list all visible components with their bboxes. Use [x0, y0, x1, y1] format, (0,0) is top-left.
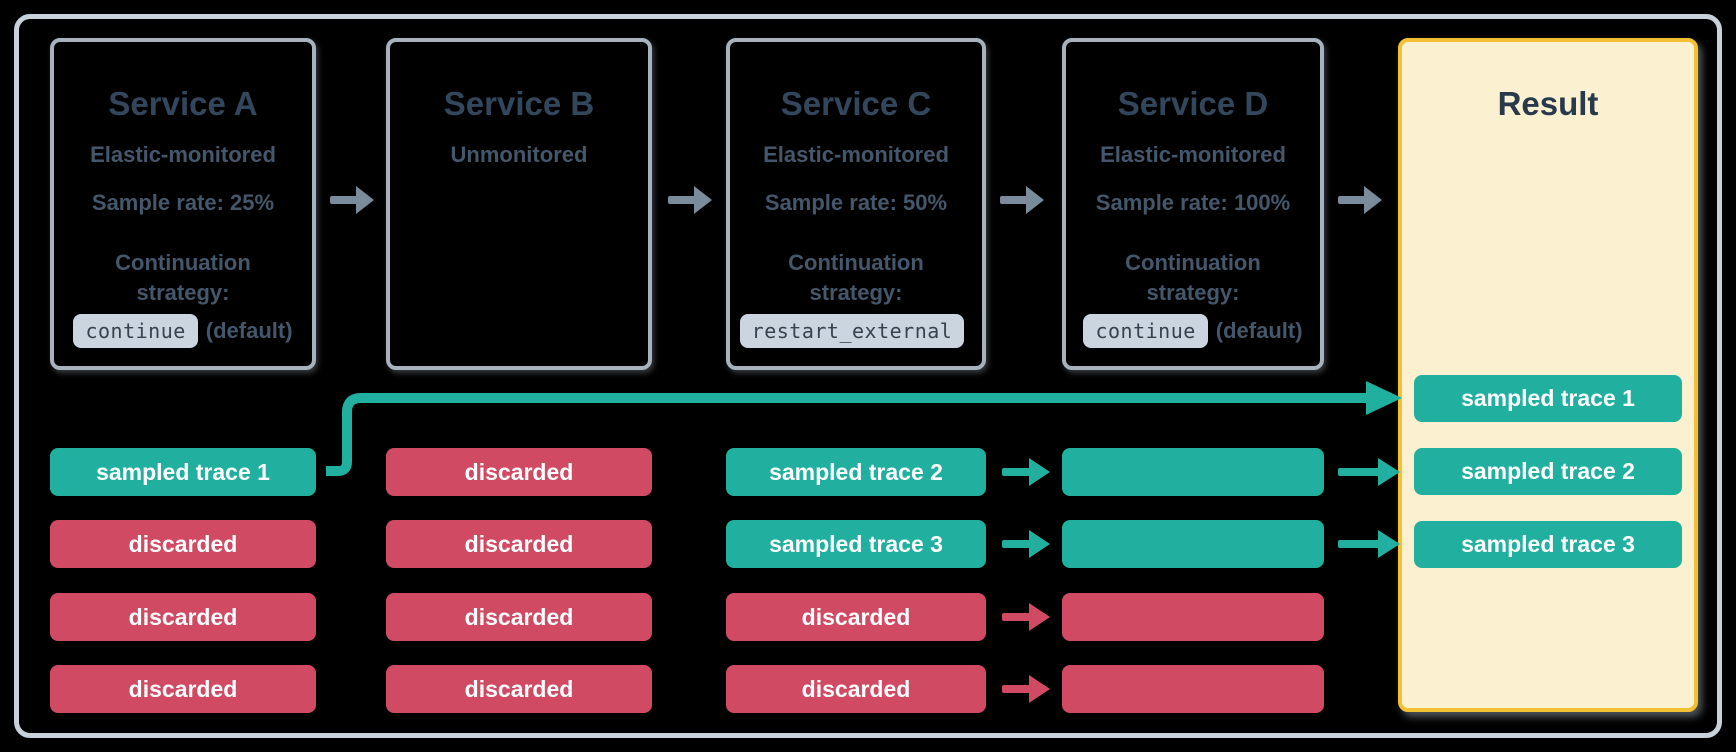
- service-c-title: Service C: [780, 85, 932, 122]
- trace-chip-b-1: discarded: [386, 448, 652, 496]
- trace-chip-d-3: [1062, 593, 1324, 641]
- service-a-box: Service A Elastic-monitored Sample rate:…: [50, 38, 316, 370]
- service-d-subtitle: Elastic-monitored: [1100, 142, 1286, 167]
- service-d-strategy-row: continue (default): [1066, 314, 1320, 348]
- result-trace-chip-1: sampled trace 1: [1414, 375, 1682, 422]
- service-b-box: Service B Unmonitored: [386, 38, 652, 370]
- flow-arrow-c-d: [1000, 186, 1044, 214]
- trace-chip-d-4: [1062, 665, 1324, 713]
- flow-arrow-a-b: [330, 186, 374, 214]
- service-c-subtitle: Elastic-monitored: [763, 142, 949, 167]
- trace-arrow-c-d-row-1: [1002, 458, 1050, 486]
- trace-chip-a-1: sampled trace 1: [50, 448, 316, 496]
- result-title: Result: [1497, 85, 1599, 122]
- service-a-strategy-code: continue: [73, 314, 198, 348]
- trace-arrow-c-d-row-3: [1002, 603, 1050, 631]
- trace-chip-d-2: [1062, 520, 1324, 568]
- trace-chip-d-1: [1062, 448, 1324, 496]
- service-d-strategy-note: (default): [1215, 318, 1303, 343]
- trace-chip-a-2: discarded: [50, 520, 316, 568]
- diagram-outer-frame: [14, 14, 1722, 738]
- flow-arrow-d-result: [1338, 186, 1382, 214]
- service-c-strategy-code: restart_external: [739, 314, 965, 348]
- service-c-strategy-row: restart_external: [730, 314, 982, 348]
- trace-chip-c-1: sampled trace 2: [726, 448, 986, 496]
- trace-chip-c-2: sampled trace 3: [726, 520, 986, 568]
- service-a-subtitle: Elastic-monitored: [90, 142, 276, 167]
- service-a-strategy-note: (default): [205, 318, 293, 343]
- result-trace-chip-2: sampled trace 2: [1414, 448, 1682, 495]
- service-a-continuation-label: Continuation strategy:: [115, 250, 251, 305]
- service-d-box: Service D Elastic-monitored Sample rate:…: [1062, 38, 1324, 370]
- service-c-box: Service C Elastic-monitored Sample rate:…: [726, 38, 986, 370]
- service-d-sample-rate: Sample rate: 100%: [1095, 190, 1291, 215]
- trace-chip-b-3: discarded: [386, 593, 652, 641]
- service-c-continuation-label: Continuation strategy:: [788, 250, 924, 305]
- result-trace-chip-3: sampled trace 3: [1414, 521, 1682, 568]
- trace-arrow-d-result-row-2: [1338, 530, 1400, 558]
- service-a-strategy-row: continue (default): [54, 314, 312, 348]
- service-c-sample-rate: Sample rate: 50%: [764, 190, 948, 215]
- service-a-title: Service A: [108, 85, 258, 122]
- service-b-title: Service B: [443, 85, 595, 122]
- service-b-subtitle: Unmonitored: [450, 142, 588, 167]
- result-box: Result sampled trace 1 sampled trace 2 s…: [1398, 38, 1698, 712]
- flow-arrow-b-c: [668, 186, 712, 214]
- trace-arrow-c-d-row-2: [1002, 530, 1050, 558]
- service-d-title: Service D: [1117, 85, 1269, 122]
- trace-chip-c-4: discarded: [726, 665, 986, 713]
- trace-arrow-d-result-row-1: [1338, 458, 1400, 486]
- service-d-continuation-label: Continuation strategy:: [1125, 250, 1261, 305]
- trace-chip-c-3: discarded: [726, 593, 986, 641]
- trace-chip-b-2: discarded: [386, 520, 652, 568]
- trace-chip-b-4: discarded: [386, 665, 652, 713]
- service-a-sample-rate: Sample rate: 25%: [91, 190, 275, 215]
- service-d-strategy-code: continue: [1083, 314, 1208, 348]
- trace-chip-a-3: discarded: [50, 593, 316, 641]
- trace-arrow-c-d-row-4: [1002, 675, 1050, 703]
- trace-chip-a-4: discarded: [50, 665, 316, 713]
